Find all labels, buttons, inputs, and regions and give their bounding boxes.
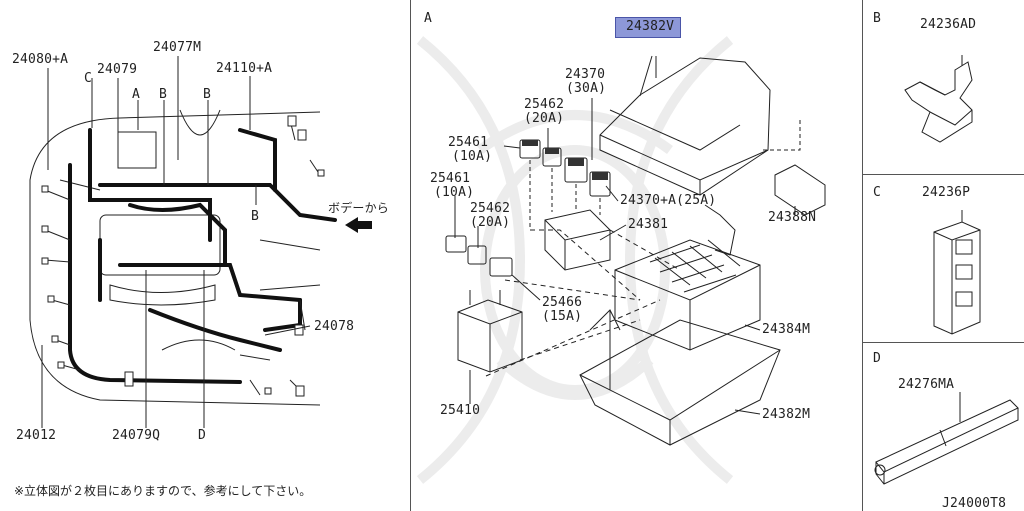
label-25461-bot: 25461: [430, 171, 471, 186]
label-24236ad: 24236AD: [920, 17, 977, 32]
engine-harness-drawing: [29, 56, 372, 428]
label-25461-bot-amp: (10A): [434, 185, 475, 200]
section-b-title: B: [873, 11, 881, 26]
label-25410: 25410: [440, 403, 481, 418]
label-24079q: 24079Q: [112, 428, 161, 443]
label-25462-top: 25462: [524, 97, 565, 112]
label-b-left-1: B: [159, 87, 168, 102]
label-24078: 24078: [314, 319, 355, 334]
label-24110a: 24110+A: [216, 61, 273, 76]
label-24080a: 24080+A: [12, 52, 69, 67]
section-a-title: A: [424, 11, 432, 26]
label-body-from: ボデーから: [328, 201, 390, 215]
label-24382v: 24382V: [626, 19, 675, 34]
label-25466-amp: (15A): [542, 309, 583, 324]
section-c-title: C: [873, 185, 881, 200]
label-b-left-3: B: [251, 209, 260, 224]
label-25461-top: 25461: [448, 135, 489, 150]
divider-b-c: [862, 174, 1024, 175]
section-d-title: D: [873, 351, 881, 366]
divider-left-a: [410, 0, 411, 511]
label-24381: 24381: [628, 217, 669, 232]
label-24388n: 24388N: [768, 210, 817, 225]
divider-c-d: [862, 342, 1024, 343]
label-d-left: D: [198, 428, 207, 443]
label-24370a: 24370+A(25A): [620, 193, 717, 208]
reference-note: ※立体図が２枚目にありますので、参考にして下さい。: [14, 484, 312, 498]
label-25466: 25466: [542, 295, 583, 310]
label-24012: 24012: [16, 428, 57, 443]
label-24370-amp: (30A): [566, 81, 607, 96]
label-24077m: 24077M: [153, 40, 202, 55]
label-24382m: 24382M: [762, 407, 811, 422]
label-c-left: C: [84, 71, 93, 86]
highlighted-part-marker: [615, 17, 681, 38]
label-25462-bot-amp: (20A): [470, 215, 511, 230]
label-25461-top-amp: (10A): [452, 149, 493, 164]
label-a-left: A: [132, 87, 141, 102]
label-25462-top-amp: (20A): [524, 111, 565, 126]
label-25462-bot: 25462: [470, 201, 511, 216]
label-24370: 24370: [565, 67, 606, 82]
label-24276ma: 24276MA: [898, 377, 955, 392]
label-b-left-2: B: [203, 87, 212, 102]
divider-a-right: [862, 0, 863, 511]
label-24079: 24079: [97, 62, 138, 77]
figure-code: J24000T8: [942, 496, 1007, 511]
label-24236p: 24236P: [922, 185, 971, 200]
label-24384m: 24384M: [762, 322, 811, 337]
